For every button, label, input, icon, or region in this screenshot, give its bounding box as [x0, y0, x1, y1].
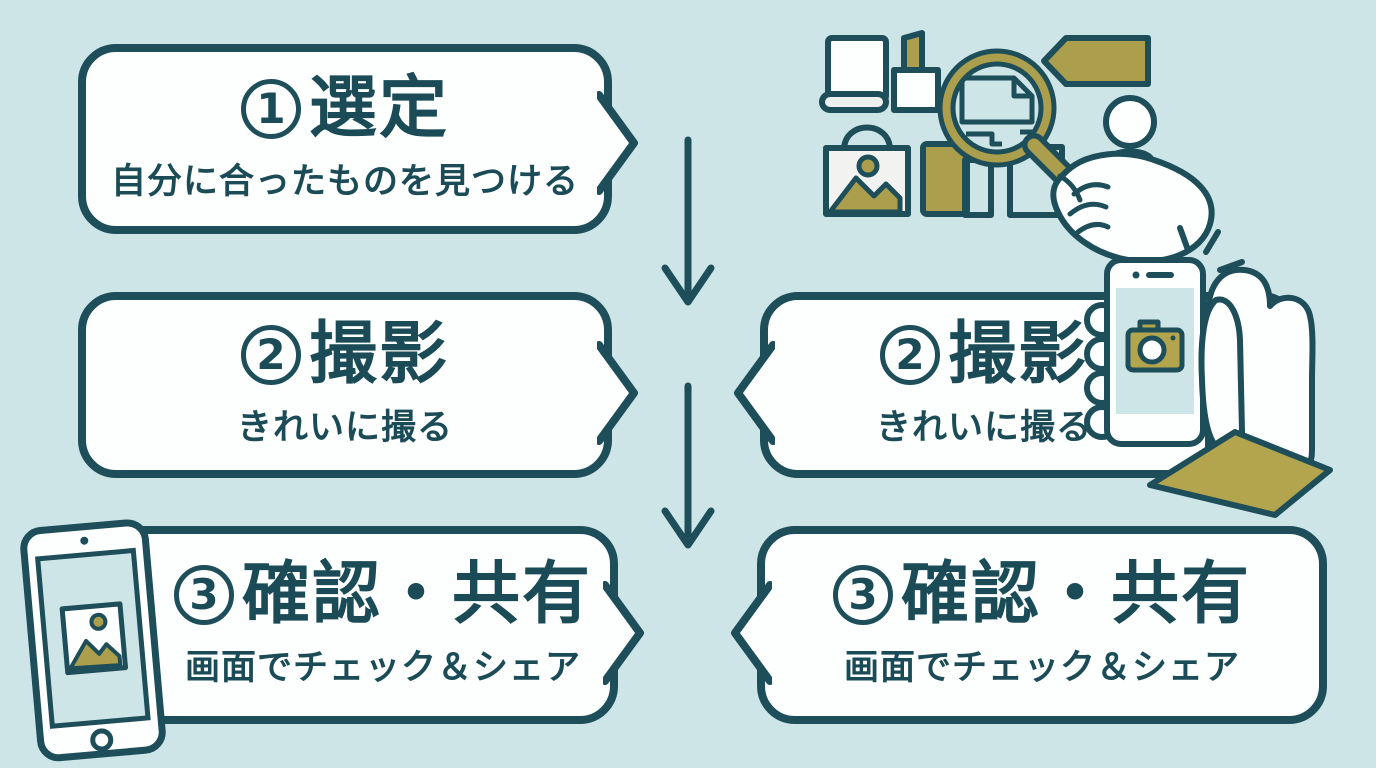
step3-number-badge: 3: [173, 564, 234, 625]
step2-title-row: 2 撮影: [240, 314, 449, 394]
flow-arrows: [661, 136, 715, 549]
step1-subtitle: 自分に合ったものを見つける: [110, 161, 579, 202]
step2-number-badge: 2: [879, 324, 940, 385]
camera-icon: [1125, 319, 1185, 373]
image-placeholder-icon: [59, 601, 129, 676]
down-arrow-icon: [661, 136, 715, 306]
step3-number-badge: 3: [832, 564, 893, 625]
book-icon: [819, 35, 889, 113]
smartphone-icon: [1104, 257, 1206, 447]
step3-subtitle: 画面でチェック＆シェア: [843, 647, 1240, 688]
step2-title: 撮影: [308, 314, 449, 394]
shopping-bag-icon: [823, 124, 911, 217]
down-arrow-icon: [661, 382, 715, 549]
tablet-illustration: [20, 519, 166, 762]
search-items-illustration: [819, 30, 1215, 265]
step1-title: 選定: [308, 68, 449, 148]
step2-subtitle: きれいに撮る: [236, 407, 453, 448]
tablet-icon: [20, 519, 166, 762]
bubble-step2-left: 2 撮影 きれいに撮る: [78, 292, 638, 478]
step2-title-row: 2 撮影: [879, 314, 1088, 394]
phone-hand-illustration: [1084, 225, 1333, 518]
step2-subtitle: きれいに撮る: [875, 407, 1092, 448]
price-tag-icon: [1041, 35, 1151, 87]
bubble-step1: 1 選定 自分に合ったものを見つける: [78, 44, 638, 234]
step3-title: 確認・共有: [900, 554, 1251, 634]
step3-title-row: 3 確認・共有: [832, 554, 1251, 634]
bubble-step3-left: 3 確認・共有 画面でチェック＆シェア: [96, 526, 644, 724]
step1-title-row: 1 選定: [240, 68, 449, 148]
lipstick-icon: [891, 30, 941, 113]
sleeve-shape: [1147, 429, 1333, 518]
step3-subtitle: 画面でチェック＆シェア: [184, 647, 581, 688]
thumb-icon: [1198, 296, 1245, 455]
step3-title-row: 3 確認・共有: [173, 554, 592, 634]
step1-number-badge: 1: [240, 78, 301, 139]
bubble-step3-right: 3 確認・共有 画面でチェック＆シェア: [731, 526, 1327, 724]
step3-title: 確認・共有: [241, 554, 592, 634]
sparkle-icon: [1177, 225, 1245, 273]
hand-icon: [1050, 150, 1215, 265]
step2-number-badge: 2: [240, 324, 301, 385]
step2-title: 撮影: [947, 314, 1088, 394]
